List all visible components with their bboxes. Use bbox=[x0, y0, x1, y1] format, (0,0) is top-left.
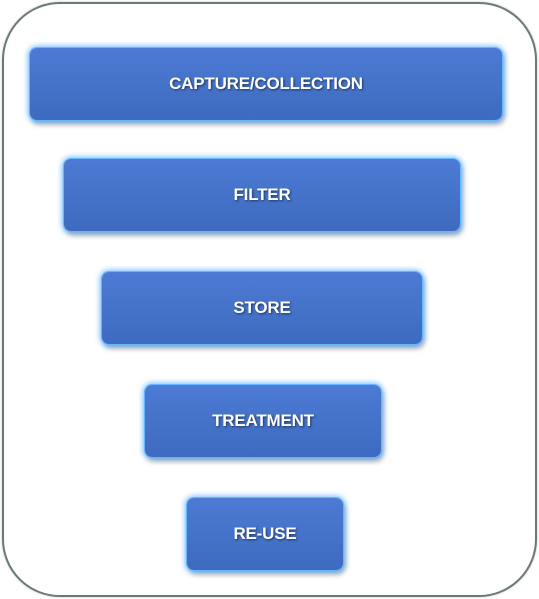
stage-label: TREATMENT bbox=[212, 411, 314, 430]
stage-capture-collection: CAPTURE/COLLECTION bbox=[30, 48, 502, 120]
stage-treatment: TREATMENT bbox=[145, 385, 381, 457]
stage-label: CAPTURE/COLLECTION bbox=[169, 74, 363, 93]
stage-re-use: RE-USE bbox=[187, 498, 343, 570]
stage-label: RE-USE bbox=[233, 524, 297, 543]
stage-store: STORE bbox=[102, 272, 422, 344]
stage-label: FILTER bbox=[233, 185, 291, 204]
stage-label: STORE bbox=[233, 298, 291, 317]
stage-filter: FILTER bbox=[64, 159, 460, 231]
